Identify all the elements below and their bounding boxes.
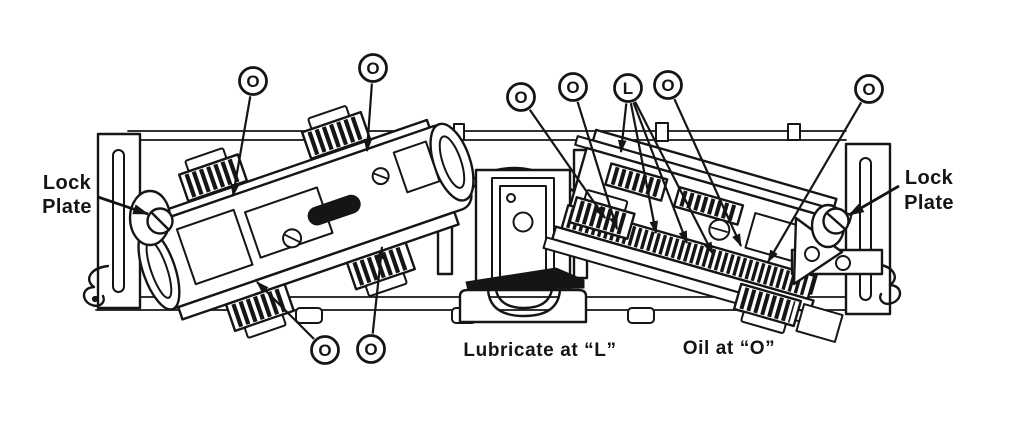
marker-circle	[238, 66, 268, 96]
left-spring-hook	[82, 264, 110, 307]
marker-o: O	[854, 74, 884, 104]
lock-screw-slot	[150, 211, 171, 232]
marker-o: O	[238, 66, 268, 96]
lock-plate-label-left-line2: Plate	[42, 196, 92, 218]
screw-slot	[372, 172, 389, 180]
lock-plate-screw-right	[810, 203, 850, 249]
marker-l: L	[613, 73, 643, 103]
left-hook-tip	[91, 295, 99, 303]
leader-lines	[97, 83, 900, 340]
leader-line-o	[673, 98, 743, 247]
marker-o: O	[358, 53, 388, 83]
right-end-plate	[844, 142, 902, 316]
leader-line-o	[363, 83, 373, 153]
lock-plate-label-right-line1: Lock	[905, 167, 954, 189]
leader-line-l	[629, 102, 658, 235]
ribbed-block-cap	[740, 311, 787, 334]
tab-cluster-fins	[679, 190, 738, 222]
cylinder-panel	[175, 208, 254, 286]
marker-letter: O	[566, 78, 579, 97]
marker-circle	[854, 74, 884, 104]
caption-oil: Oil at “O”	[683, 338, 776, 359]
marker-letter: L	[623, 79, 633, 98]
ribbed-block-fins	[184, 157, 242, 198]
leader-line-l	[617, 103, 628, 154]
marker-letter: O	[318, 341, 331, 360]
marker-o: O	[310, 335, 340, 365]
screw-slot	[710, 226, 728, 233]
leader-line-o	[576, 101, 619, 231]
leader-line-o	[371, 245, 386, 334]
left-plate-slot	[112, 149, 125, 293]
rail-post	[655, 122, 669, 142]
right-plate-slot	[859, 157, 872, 301]
lock-plate-arrow-left	[97, 195, 150, 216]
leader-line-o	[528, 109, 606, 219]
marker-letter: O	[514, 88, 527, 107]
center-arch-bracket-inner	[494, 288, 554, 310]
motor-shaft-hole	[512, 211, 534, 233]
marker-circle	[653, 70, 683, 100]
right-carriage-assembly	[542, 128, 853, 343]
right-arm-hole	[835, 255, 851, 271]
mount-foot	[295, 307, 323, 324]
marker-letter: O	[246, 72, 259, 91]
lubrication-markers: O O O O O O L O O	[238, 53, 884, 365]
lock-plate-arrow-right	[848, 184, 900, 217]
lock-plate-label-right-line2: Plate	[904, 192, 954, 214]
caption-lubricate: Lubricate at “L”	[463, 340, 616, 361]
marker-circle	[613, 73, 643, 103]
cylinder-panel	[392, 140, 441, 194]
screw-slot	[283, 233, 301, 243]
text-labels: Lock Plate Lock Plate Lubricate at “L” O…	[42, 167, 954, 361]
rail-post	[787, 123, 801, 141]
lock-plate-label-left-line1: Lock	[43, 172, 92, 194]
leader-line-o	[256, 281, 315, 340]
left-carriage-assembly	[137, 105, 475, 339]
marker-letter: O	[661, 76, 674, 95]
marker-circle	[356, 334, 386, 364]
cylinder-right-rim	[438, 135, 466, 189]
center-arch-bracket	[458, 288, 588, 324]
triangle-bracket-hole	[804, 246, 820, 262]
mount-foot	[627, 307, 655, 324]
motor-base-bar	[465, 267, 585, 291]
right-linkage	[790, 216, 884, 286]
marker-circle	[358, 53, 388, 83]
marker-circle	[310, 335, 340, 365]
ribbed-block-fins	[739, 287, 796, 323]
rack-end-housing	[795, 303, 844, 343]
cylinder-slot	[307, 194, 361, 226]
leader-line-l	[634, 101, 714, 255]
marker-letter: O	[366, 59, 379, 78]
leader-line-o	[230, 96, 252, 198]
motor-screw-hole	[506, 193, 516, 203]
marker-circle	[558, 72, 588, 102]
leader-line-l	[632, 102, 689, 245]
marker-letter: O	[862, 80, 875, 99]
machine-line-art	[82, 105, 902, 343]
marker-o: O	[506, 82, 536, 112]
ribbed-block-fins	[231, 287, 289, 328]
marker-o: O	[653, 70, 683, 100]
lock-screw-slot	[826, 212, 847, 231]
marker-o: O	[558, 72, 588, 102]
marker-circle	[506, 82, 536, 112]
marker-o: O	[356, 334, 386, 364]
ribbed-block-cap	[365, 272, 408, 297]
left-lower-rail	[177, 210, 460, 321]
leader-line-o	[767, 101, 863, 263]
ribbed-block-fins	[307, 115, 365, 156]
ribbed-block-cap	[244, 314, 287, 339]
right-spring-hook	[874, 262, 902, 305]
marker-letter: O	[364, 340, 377, 359]
